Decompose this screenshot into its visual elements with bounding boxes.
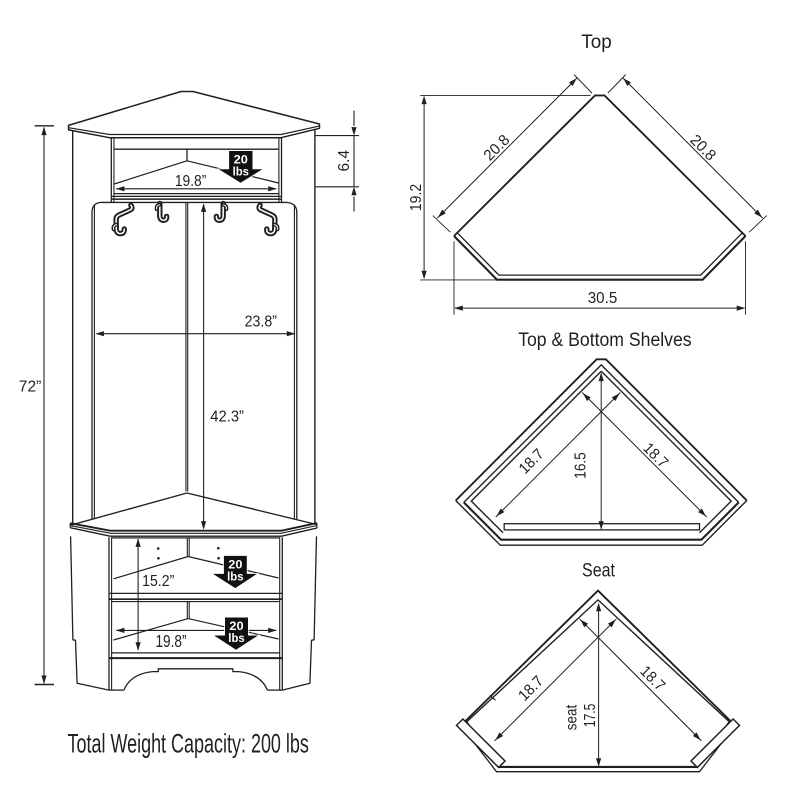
svg-text:20: 20 — [229, 619, 244, 633]
svg-text:Total Weight Capacity: 200 lb: Total Weight Capacity: 200 lbs — [68, 728, 309, 758]
svg-text:23.8”: 23.8” — [245, 314, 277, 331]
svg-text:16.5: 16.5 — [573, 452, 590, 479]
svg-text:19.2: 19.2 — [408, 184, 425, 211]
svg-text:19.8”: 19.8” — [156, 631, 187, 651]
svg-text:lbs: lbs — [227, 570, 244, 584]
svg-text:Top: Top — [581, 32, 611, 53]
svg-text:19.8”: 19.8” — [175, 173, 207, 190]
svg-text:Seat: Seat — [582, 561, 616, 582]
svg-text:42.3”: 42.3” — [210, 409, 244, 426]
svg-text:20: 20 — [228, 557, 243, 571]
svg-text:seat: seat — [564, 704, 581, 730]
svg-text:30.5: 30.5 — [588, 290, 618, 307]
svg-text:15.2”: 15.2” — [142, 573, 174, 590]
svg-text:lbs: lbs — [228, 631, 245, 645]
svg-text:72”: 72” — [19, 379, 42, 396]
svg-text:lbs: lbs — [233, 164, 250, 178]
svg-text:20: 20 — [234, 152, 249, 166]
svg-text:6.4: 6.4 — [336, 150, 353, 172]
svg-text:Top & Bottom Shelves: Top & Bottom Shelves — [518, 330, 691, 351]
svg-text:17.5: 17.5 — [582, 704, 599, 727]
